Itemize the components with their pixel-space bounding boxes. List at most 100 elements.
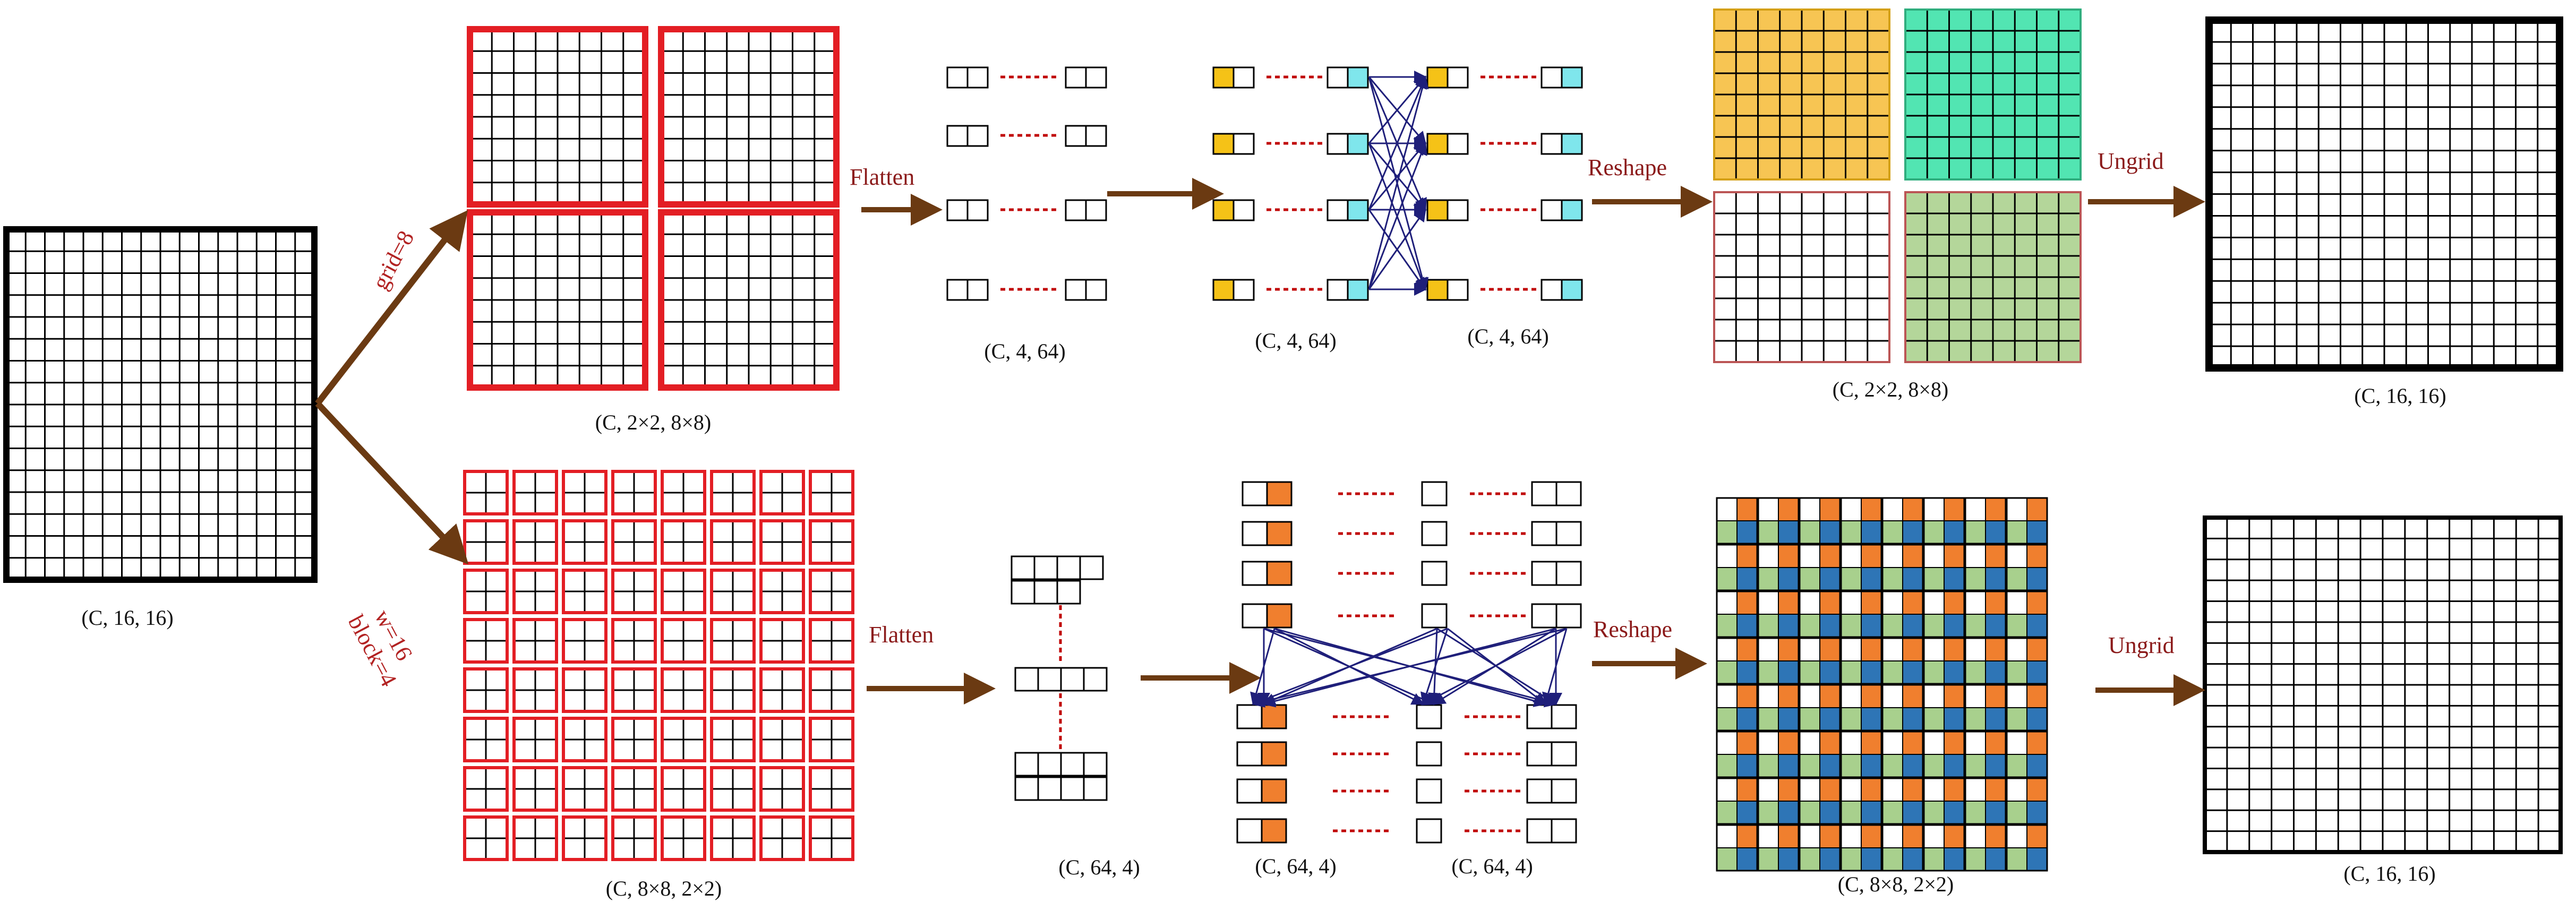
bottom-reshape-block-cell [2007,568,2027,590]
bottom-block-border [759,618,805,664]
bottom-reshape-block-cell [1717,591,1737,614]
bottom-reshape-block-cell [1800,778,1820,801]
bottom-reshape-block-cell [1882,498,1903,521]
bottom-block-border [661,717,706,762]
bottom-reshape-block [1840,824,1882,872]
top-grid-quadrant [658,26,840,208]
bottom-mix-in-token-cell [1266,561,1293,586]
bottom-flat-token [1011,580,1081,605]
bottom-reshape-block-cell [1778,825,1799,848]
top-flat-token [946,66,989,89]
top-mix-out-token-cell [1541,199,1563,221]
top-mix-in-token-cell [1347,66,1369,89]
bottom-reshape-block-cell [1758,754,1778,777]
bottom-reshape-block-cell [1965,754,1986,777]
bottom-flat-token-cell [1011,555,1035,580]
bottom-reshape-block-cell [1965,825,1986,848]
bottom-reshape-shape-label: (C, 8×8, 2×2) [1837,872,1954,896]
top-mix-out-token-cell [1561,66,1583,89]
bottom-reshape-block-border [1716,777,1758,825]
bottom-mix-line [1542,628,1568,706]
bottom-reshape-block-border [1840,497,1882,545]
bottom-reshape-block-cell [1986,591,2006,614]
bottom-block [611,569,657,614]
bottom-reshape-block [2006,824,2048,872]
bottom-block-border [661,815,706,861]
bottom-reshape-block [1923,590,1965,638]
bottom-reshape-block-cell [2027,825,2047,848]
bottom-reshape-block-cell [1986,614,2006,637]
bottom-flat-token-cell [1011,580,1035,605]
bottom-reshape-block [1923,684,1965,732]
bottom-reshape-block-cell [1965,801,1986,824]
bottom-reshape-block-cell [1965,591,1986,614]
top-mix-out-token-cell [1541,133,1563,155]
bottom-reshape-block [1923,777,1965,825]
bottom-reshape-block-cell [1903,614,1923,637]
bottom-block-border [611,815,657,861]
bottom-mix-in-token [1242,521,1293,546]
bottom-reshape-block-cell [1758,498,1778,521]
bottom-reshape-block-cell [1778,568,1799,590]
bottom-reshape-block-cell [1903,498,1923,521]
top-mix-in-token [1326,66,1369,89]
bottom-reshape-block-border [1799,777,1841,825]
bottom-reshape-block [1923,637,1965,685]
top-flat-token-cell [966,199,989,221]
bottom-reshape-block-cell [1903,591,1923,614]
bottom-reshape-block-cell [1903,778,1923,801]
bottom-reshape-block-cell [1737,732,1757,754]
bottom-reshape-block-border [1964,777,2007,825]
bottom-block-border [512,618,558,664]
bottom-reshape-block-cell [1778,521,1799,544]
bottom-block-border [463,569,509,614]
bottom-reshape-block-cell [1758,685,1778,708]
bottom-reshape-block-border [1757,637,1800,685]
bottom-mix-in2-token [1236,741,1287,767]
bottom-reshape-block-cell [1924,732,1944,754]
bottom-reshape-block-border [1881,590,1924,638]
bottom-reshape-block-border [2006,777,2048,825]
bottom-reshape-block-cell [2027,568,2047,590]
bottom-reshape-block-cell [1800,708,1820,730]
top-flat-token [1065,199,1107,221]
top-mix-out-token [1426,133,1469,155]
bottom-mix-out-token-cell [1531,603,1557,629]
bottom-reshape-block-cell [2007,778,2027,801]
bottom-mix-mid-token-cell [1421,603,1448,629]
bottom-reshape-block [1799,684,1841,732]
bottom-reshape-block-cell [1758,614,1778,637]
bottom-reshape-block-cell [1737,708,1757,730]
bottom-reshape-block-cell [1717,685,1737,708]
top-mix-in-token-cell [1326,199,1349,221]
bottom-reshape-block-border [1964,730,2007,778]
top-flat-token-cell [1065,199,1087,221]
bottom-reshape-block-cell [1882,778,1903,801]
bottom-reshape-block-cell [1924,614,1944,637]
bottom-block-border [463,815,509,861]
bottom-block [463,569,509,614]
top-mix-out-token-cell [1426,279,1449,301]
bottom-block [809,766,854,812]
bottom-reshape-block-border [1964,497,2007,545]
bottom-mix-out2-token-cell [1551,818,1577,844]
bottom-reshape-block-cell [1717,732,1737,754]
top-flat-token [1065,66,1107,89]
bottom-reshape-block-cell [1841,498,1861,521]
bottom-block [809,470,854,515]
bottom-block-border [611,618,657,664]
bottom-reshape-block-cell [1758,521,1778,544]
bottom-block [661,470,706,515]
bottom-reshape-block-cell [2007,614,2027,637]
bottom-reshape-block-cell [1944,498,1964,521]
bottom-block-border [710,815,756,861]
bottom-reshape-block-cell [1737,778,1757,801]
bottom-block-border [759,717,805,762]
top-mix-in-token [1326,133,1369,155]
bottom-reshape-block-cell [1944,545,1964,568]
bottom-reshape-block-cell [1986,848,2006,871]
bottom-reshape-block-cell [1778,614,1799,637]
bottom-reshape-block-cell [1986,521,2006,544]
bottom-reshape-block-cell [1717,754,1737,777]
bottom-reshape-block-cell [1841,848,1861,871]
